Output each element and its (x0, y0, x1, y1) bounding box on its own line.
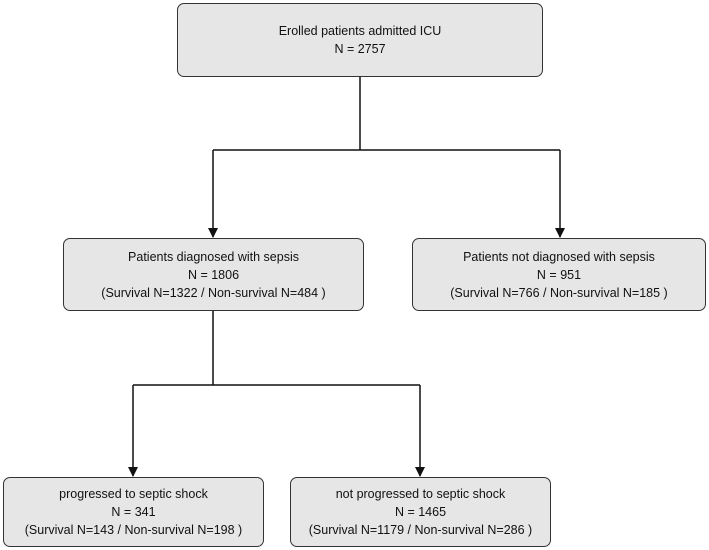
no-sepsis-title: Patients not diagnosed with sepsis (463, 249, 655, 264)
no-septic-shock-box: not progressed to septic shock N = 1465 … (290, 477, 551, 547)
sepsis-count: N = 1806 (187, 267, 240, 282)
no-sepsis-count: N = 951 (536, 267, 582, 282)
no-septic-shock-title: not progressed to septic shock (335, 487, 506, 501)
septic-shock-title: progressed to septic shock (59, 487, 208, 501)
enrolled-patients-box: Erolled patients admitted ICU N = 2757 (177, 3, 543, 77)
sepsis-box: Patients diagnosed with sepsis N = 1806 … (63, 238, 364, 311)
septic-shock-outcome: (Survival N=143 / Non-survival N=198 ) (24, 523, 243, 537)
enrolled-patients-title: Erolled patients admitted ICU (278, 24, 442, 38)
septic-shock-count: N = 341 (111, 505, 156, 519)
no-septic-shock-count: N = 1465 (394, 505, 447, 519)
enrolled-patients-count: N = 2757 (334, 42, 386, 56)
no-sepsis-box: Patients not diagnosed with sepsis N = 9… (412, 238, 706, 311)
sepsis-title: Patients diagnosed with sepsis (128, 249, 299, 264)
septic-shock-box: progressed to septic shock N = 341 (Surv… (3, 477, 264, 547)
sepsis-outcome: (Survival N=1322 / Non-survival N=484 ) (101, 285, 326, 300)
no-sepsis-outcome: (Survival N=766 / Non-survival N=185 ) (450, 285, 668, 300)
no-septic-shock-outcome: (Survival N=1179 / Non-survival N=286 ) (308, 523, 533, 537)
